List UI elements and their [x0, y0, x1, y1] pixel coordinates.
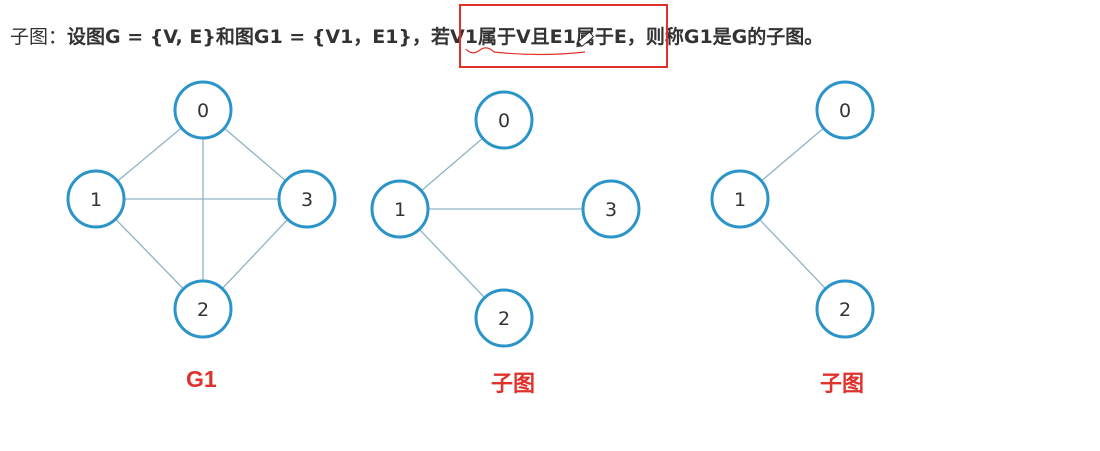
node-label-1: 1: [394, 199, 406, 221]
node-label-0: 0: [197, 100, 209, 122]
graph-subgraph-2: 0 1 2: [710, 80, 875, 339]
node-label-3: 3: [301, 189, 313, 211]
node-2: [173, 279, 233, 339]
definition-text: 子图：设图G = {V, E}和图G1 = {V1，E1}，若V1属于V且E1属…: [10, 23, 823, 51]
graph-g1: 0 1 2 3: [66, 80, 337, 339]
node-label-2: 2: [197, 299, 209, 321]
node-label-3: 3: [605, 199, 617, 221]
highlight-box: [459, 4, 668, 68]
node-0: [173, 80, 233, 140]
graph-caption-g1: G1: [186, 366, 217, 392]
node-1: [370, 179, 430, 239]
node-label-1: 1: [734, 189, 746, 211]
graph-caption-subgraph-1: 子图: [491, 372, 536, 397]
definition-prefix: 子图：: [10, 26, 68, 48]
node-0: [815, 80, 875, 140]
node-0: [474, 90, 534, 150]
node-label-2: 2: [498, 308, 510, 330]
annotation-squiggle: [465, 47, 586, 56]
node-2: [474, 288, 534, 348]
node-label-0: 0: [498, 110, 510, 132]
graph-caption-subgraph-2: 子图: [820, 372, 865, 397]
node-label-0: 0: [839, 100, 851, 122]
node-label-1: 1: [90, 189, 102, 211]
node-3: [581, 179, 641, 239]
graph-subgraph-1: 0 1 2 3: [370, 90, 641, 348]
definition-part1: 设图G = {V, E}和图G1 = {V1，E1}，若: [67, 26, 451, 48]
pencil-cursor-icon: [576, 31, 595, 48]
definition-part2: ，则称G1是G的子图。: [626, 26, 824, 48]
node-2: [815, 279, 875, 339]
node-3: [277, 169, 337, 229]
node-1: [710, 169, 770, 229]
node-1: [66, 169, 126, 229]
node-label-2: 2: [839, 299, 851, 321]
